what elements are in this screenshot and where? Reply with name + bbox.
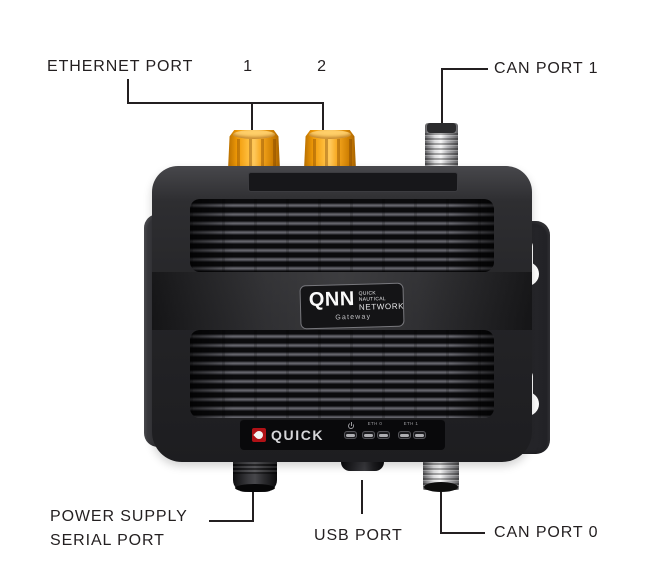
leader-ethernet-stub <box>127 79 129 104</box>
usb-port-label: USB PORT <box>314 527 403 544</box>
badge-model: Gateway <box>335 313 372 322</box>
power-led <box>344 431 357 439</box>
badge-acronym: QNN <box>308 287 356 312</box>
leader-usb-vertical <box>361 480 363 514</box>
gateway-device-body: QNN QUICK NAUTICAL NETWORK Gateway QUICK… <box>152 166 532 462</box>
top-recess-detail <box>248 172 458 192</box>
heatsink-fins-lower <box>190 330 494 418</box>
qnn-product-badge: QNN QUICK NAUTICAL NETWORK Gateway <box>299 282 405 330</box>
power-supply-line2: SERIAL PORT <box>50 532 165 549</box>
eth1-led-b <box>413 431 426 439</box>
leader-can1-horizontal <box>441 68 488 70</box>
ethernet-port-1-label: 1 <box>243 58 253 75</box>
front-panel: QUICK ETH 0 ETH 1 <box>240 419 445 450</box>
badge-brand-text: QUICK NAUTICAL NETWORK <box>358 290 405 312</box>
ethernet-port-label: ETHERNET PORT <box>47 58 194 75</box>
ethernet-port-2-label: 2 <box>317 58 327 75</box>
leader-ethernet-horizontal <box>127 102 324 104</box>
eth1-led-a <box>398 431 411 439</box>
leader-can0-vertical <box>440 492 442 534</box>
quick-logo-icon <box>252 428 266 442</box>
heatsink-fins-upper <box>190 199 494 272</box>
can-port-0-connector-tip <box>424 482 458 492</box>
leader-can1-vertical <box>441 68 443 130</box>
eth0-led-label: ETH 0 <box>367 422 383 427</box>
eth0-led-b <box>377 431 390 439</box>
can-port-0-label: CAN PORT 0 <box>494 524 599 541</box>
power-icon <box>348 422 354 429</box>
leader-can0-horizontal <box>440 532 485 534</box>
ethernet-port-2-connector <box>304 130 356 170</box>
can-port-1-label: CAN PORT 1 <box>494 60 599 77</box>
leader-ethernet-drop-2 <box>322 102 324 133</box>
can-port-1-connector <box>425 123 458 171</box>
leader-power-horizontal <box>209 520 254 522</box>
power-supply-line1: POWER SUPPLY <box>50 508 188 525</box>
eth1-led-label: ETH 1 <box>403 422 419 427</box>
quick-brand-text: QUICK <box>271 427 325 443</box>
ethernet-port-1-connector <box>228 130 280 170</box>
leader-ethernet-drop-1 <box>251 102 253 133</box>
power-supply-serial-port-label: POWER SUPPLY SERIAL PORT <box>50 505 188 553</box>
eth0-led-a <box>362 431 375 439</box>
badge-brand-line2: NETWORK <box>358 301 405 312</box>
leader-power-vertical <box>252 491 254 522</box>
